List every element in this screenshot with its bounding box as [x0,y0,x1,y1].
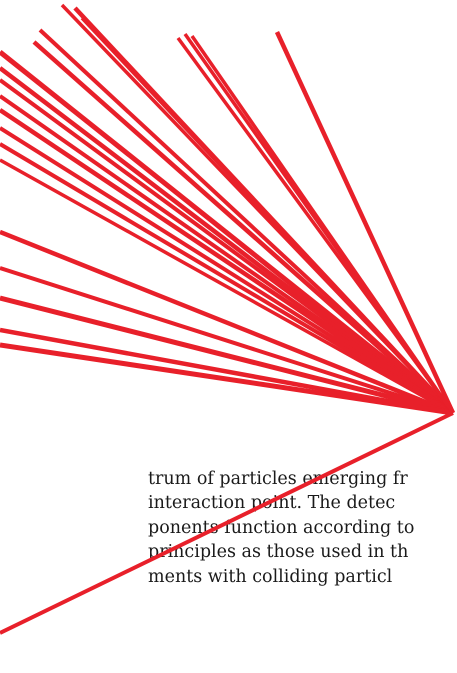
particle-track-12 [0,144,453,413]
particle-track-10 [0,110,453,413]
particle-track-4 [40,30,453,413]
particle-track-15 [0,268,453,413]
particle-track-3 [82,18,453,413]
particle-track-6 [0,52,453,413]
particle-track-11 [0,128,453,413]
paragraph-line-3: ponents function according to [148,516,414,540]
particle-track-2 [75,8,453,413]
particle-track-17 [0,330,453,413]
particle-track-8 [0,80,453,413]
particle-track-7 [0,68,453,413]
particle-track-19 [178,38,453,413]
paragraph-line-4: principles as those used in th [148,540,414,564]
particle-track-1 [62,5,453,413]
particle-track-18 [0,345,453,413]
paragraph-line-2: interaction point. The detec [148,491,414,515]
particle-track-21 [192,36,453,413]
particle-track-20 [185,34,453,413]
particle-track-14 [0,232,453,413]
particle-track-13 [0,160,453,413]
particle-track-16 [0,298,453,413]
particle-track-5 [34,42,453,413]
paragraph-line-5: ments with colliding particl [148,565,414,589]
paragraph-line-1: trum of particles emerging fr [148,467,414,491]
particle-track-22 [277,32,453,413]
body-paragraph: trum of particles emerging fr interactio… [148,467,414,589]
particle-track-9 [0,96,453,413]
